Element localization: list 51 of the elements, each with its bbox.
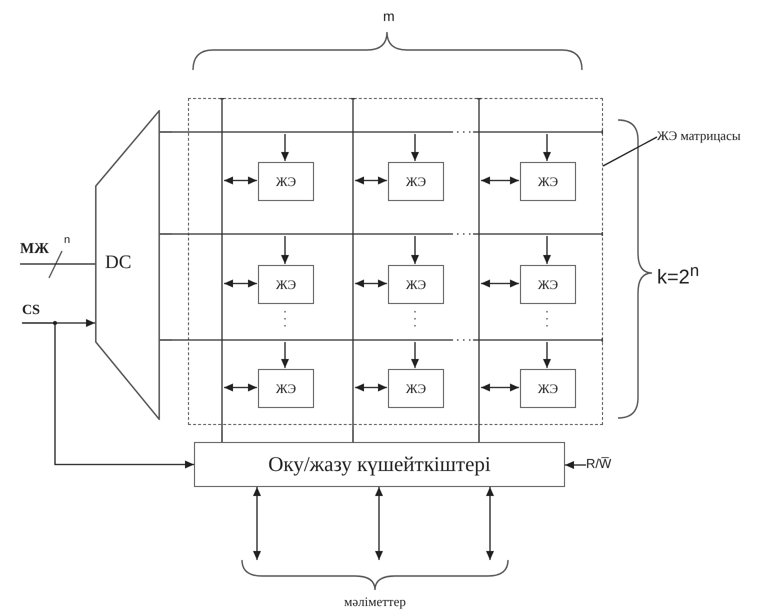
arrow [355,176,387,184]
memory-cell: ЖЭ [388,162,444,201]
arrow [281,134,289,161]
memory-cell: ЖЭ [258,162,314,201]
arrow [411,236,419,264]
signal-name: CS [22,303,52,323]
arrow [543,342,551,368]
arrow [486,487,494,560]
data-label: мәліметтер [343,594,407,609]
arrow [481,176,519,184]
arrow [411,342,419,368]
memory-cell: ЖЭ [520,369,576,408]
memory-cell: ЖЭ [388,265,444,304]
connector-line [160,339,172,341]
connector-line [160,131,172,133]
arrow [224,280,257,288]
connector-line [352,430,354,442]
arrow [481,384,519,392]
signal-name: R/W̅ [586,456,632,474]
memory-cell: ЖЭ [520,162,576,201]
arrow [224,384,257,392]
dimension-label: k=2$^{n}$ [657,261,700,290]
connector-line [160,233,172,235]
arrow [375,487,383,560]
signal-name: МЖ [20,241,62,264]
memory-cell: ЖЭ [258,265,314,304]
arrow [253,487,261,560]
arrow [543,236,551,264]
arrow [411,134,419,161]
arrow [281,236,289,264]
arrow [22,322,194,468]
bus-width-label: n [64,234,70,246]
arrow [224,176,257,184]
dimension-label: m [383,8,395,24]
memory-cell: ЖЭ [520,265,576,304]
amplifier-block: Оку/жазу күшейткіштері [194,442,565,487]
memory-cell: ЖЭ [258,369,314,408]
arrow [543,134,551,161]
connector-line [478,430,480,442]
arrow [355,280,387,288]
memory-cell: ЖЭ [388,369,444,408]
arrow [565,461,586,469]
connector-line [20,263,95,265]
callout-text: ЖЭ матрицасы [657,128,777,146]
arrow [481,280,519,288]
arrow [281,342,289,368]
leader-line [602,136,658,167]
matrix-frame [188,98,603,425]
connector-line [221,430,223,442]
decoder-label: DC [105,252,132,274]
arrow [355,384,387,392]
